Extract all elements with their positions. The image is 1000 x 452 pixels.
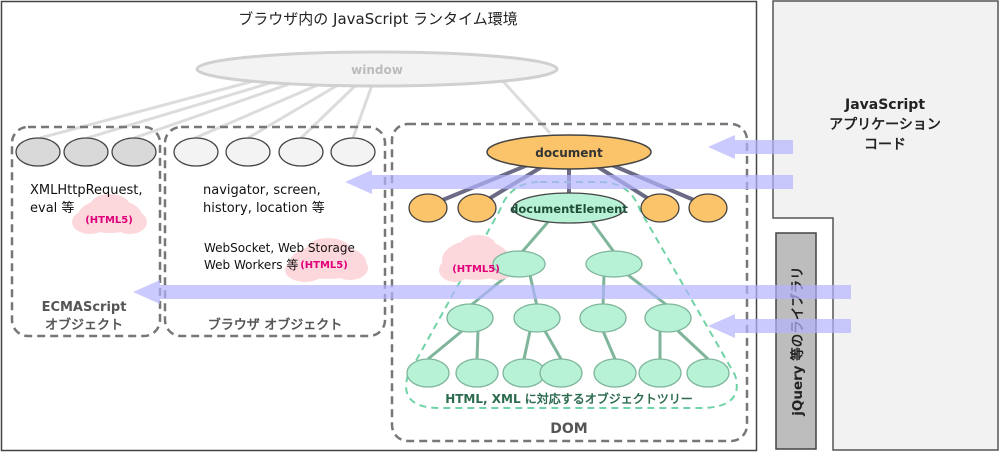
runtime-title: ブラウザ内の JavaScript ランタイム環境	[238, 10, 517, 28]
arrow-app-to-browser	[345, 170, 793, 194]
window-node	[195, 50, 559, 88]
document-child-node	[457, 193, 497, 223]
document-label: document	[535, 146, 603, 160]
dom-group	[390, 122, 749, 443]
ecma-node	[111, 137, 157, 167]
ecma-html5-tag: (HTML5)	[85, 215, 133, 226]
browser-node	[330, 137, 376, 167]
arrow-app-to-document	[708, 135, 793, 159]
ecma-node	[63, 137, 109, 167]
ecma-text-line2: eval 等	[30, 200, 74, 216]
document-child-node	[640, 193, 680, 223]
ecmascript-group-label-line2: オブジェクト	[45, 317, 123, 333]
dom-group-label: DOM	[550, 421, 587, 437]
dom-tree-nodes	[406, 250, 730, 388]
browser-html5-tag: (HTML5)	[300, 260, 348, 271]
dom-tree-region	[405, 181, 738, 409]
app-code-line1: JavaScript	[844, 97, 925, 113]
document-child-node	[408, 193, 448, 223]
ecma-text-line1: XMLHttpRequest,	[30, 183, 143, 198]
document-element-node	[512, 192, 626, 224]
app-code-line3: コード	[864, 137, 906, 153]
browser-group-label: ブラウザ オブジェクト	[208, 317, 343, 333]
browser-text-line4: Web Workers 等	[204, 258, 298, 272]
dom-tree-label: HTML, XML に対応するオブジェクトツリー	[445, 391, 693, 406]
document-element-label: documentElement	[510, 202, 628, 216]
document-child-node	[688, 193, 728, 223]
dom-html5-tag: (HTML5)	[452, 264, 500, 275]
browser-group	[163, 125, 387, 338]
jquery-label: jQuery 等のライブラリ	[789, 266, 806, 417]
app-code-panel	[772, 0, 999, 451]
document-node	[486, 134, 652, 170]
browser-node	[173, 137, 219, 167]
access-arrows	[133, 135, 851, 338]
jquery-panel	[775, 232, 817, 450]
browser-html5-cloud	[285, 238, 368, 282]
browser-node	[225, 137, 271, 167]
arrow-library-to-ecmascript	[133, 280, 851, 304]
browser-text-line1: navigator, screen,	[203, 183, 321, 198]
ecma-node	[15, 137, 61, 167]
ecma-html5-cloud	[72, 194, 147, 234]
browser-node	[278, 137, 324, 167]
app-code-line2: アプリケーション	[829, 117, 941, 133]
browser-text-line3: WebSocket, Web Storage	[204, 241, 355, 255]
ecmascript-group-label-line1: ECMAScript	[42, 300, 127, 315]
ecmascript-group	[10, 125, 162, 338]
arrow-library-to-dom	[708, 314, 851, 338]
window-links	[39, 76, 552, 140]
window-label: window	[351, 63, 403, 77]
browser-text-line2: history, location 等	[203, 200, 325, 216]
